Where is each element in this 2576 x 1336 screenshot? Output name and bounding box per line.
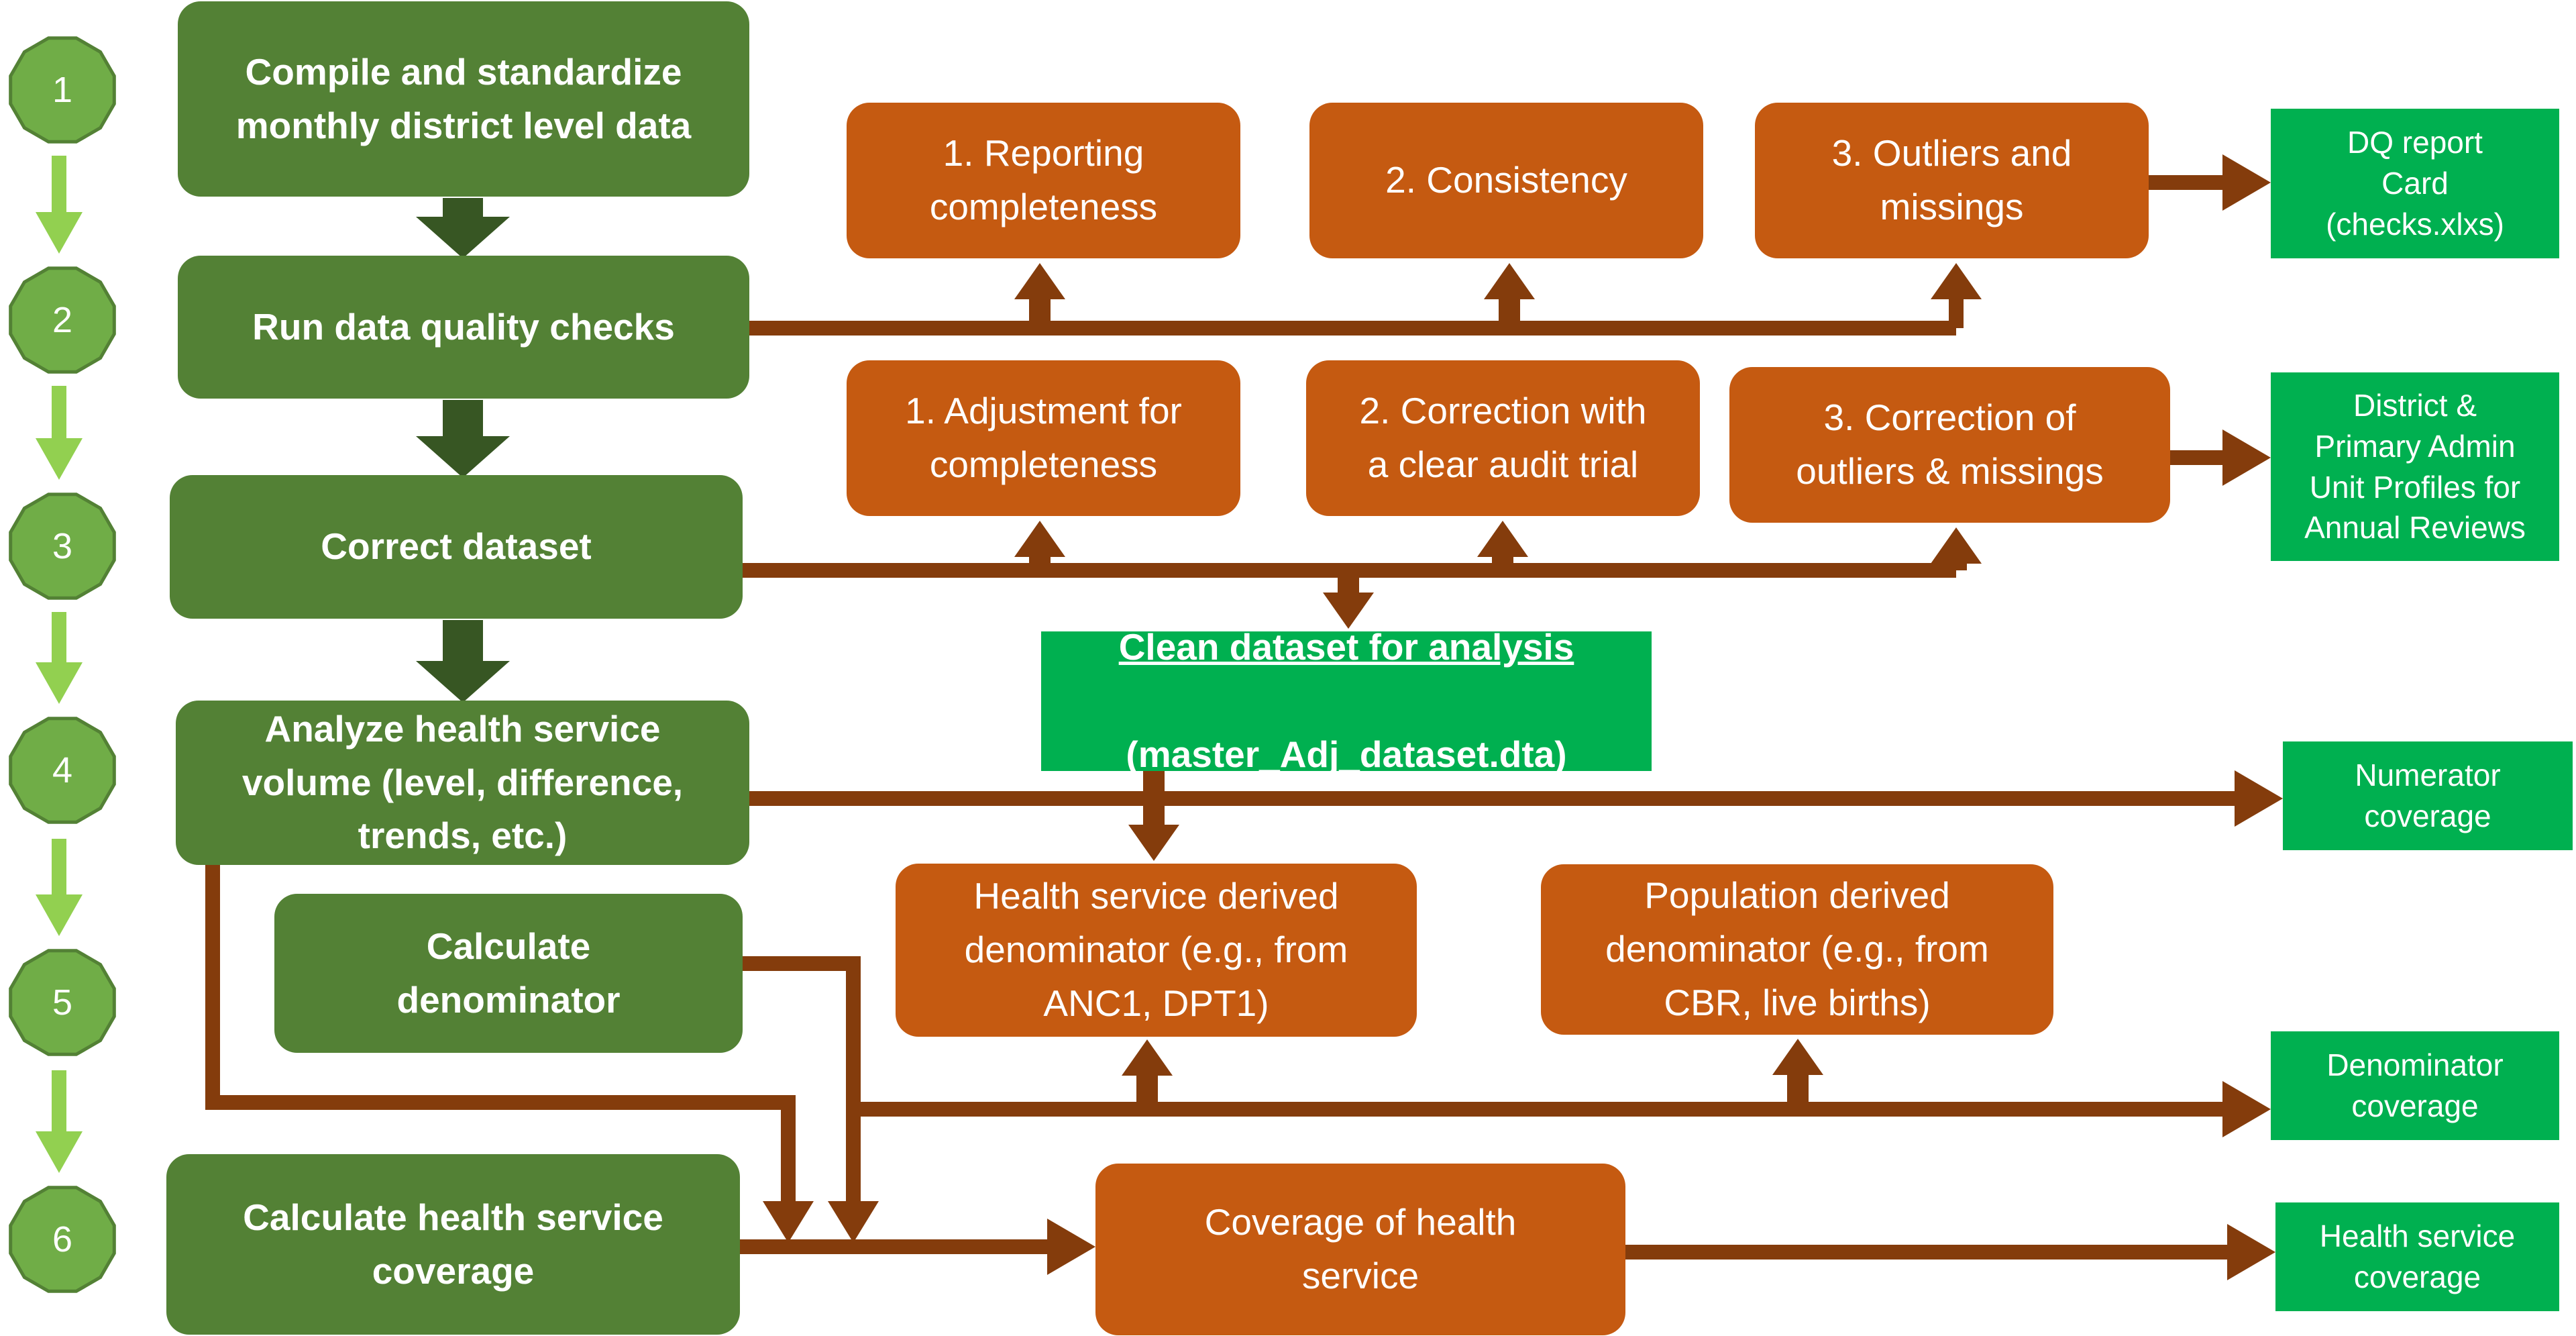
adjustment-completeness-correction: 1. Adjustment for completeness [847, 360, 1240, 516]
bus-to-adjustment-arrow-shaft [1029, 557, 1051, 570]
health-service-coverage-output: Health service coverage [2275, 1202, 2559, 1311]
bus-to-audit-arrow-shaft [1492, 557, 1513, 570]
correct-dataset-step: Correct dataset [170, 475, 743, 619]
bus-to-hs-denominator-arrow-shaft [1136, 1076, 1158, 1109]
step-number-2: 2 [52, 300, 73, 340]
dodecagon-badge-icon [9, 717, 116, 824]
step-arrow-2-icon-shaft [52, 386, 66, 438]
clean-to-hs-denominator-arrow-head [1128, 825, 1179, 861]
clean-to-hs-denominator-arrow-shaft [1143, 771, 1165, 825]
outliers-missings-check: 3. Outliers and missings [1755, 103, 2149, 258]
bus-to-completeness-arrow-shaft [1029, 299, 1051, 328]
bus-to-outliers-arrow-head [1931, 263, 1982, 299]
denominator-to-coverage-head [828, 1201, 879, 1243]
population-denominator: Population derived denominator (e.g., fr… [1541, 864, 2053, 1035]
step-badge-2: 2 [5, 263, 119, 377]
correction-to-profiles-head [2222, 429, 2271, 486]
checks-to-correct-arrow-shaft [443, 400, 483, 436]
dodecagon-badge-icon [9, 266, 116, 374]
checks-to-correct-arrow-head [416, 436, 510, 478]
bus-to-completeness-arrow-head [1014, 263, 1065, 299]
dodecagon-badge-icon [9, 1186, 116, 1293]
reporting-completeness-check: 1. Reporting completeness [847, 103, 1240, 258]
compile-data-step: Compile and standardize monthly district… [178, 1, 749, 197]
coverage-to-output-head [2227, 1224, 2275, 1280]
step-badge-6: 6 [5, 1182, 119, 1296]
bus-to-correction-arrow-head [1931, 527, 1982, 564]
step-arrow-2-icon-head [36, 438, 83, 480]
consistency-check: 2. Consistency [1309, 103, 1703, 258]
denominator-coverage-output: Denominator coverage [2271, 1031, 2559, 1140]
analyze-to-coverage-head [763, 1201, 814, 1243]
run-quality-checks-step: Run data quality checks [178, 256, 749, 399]
dodecagon-badge-icon [9, 949, 116, 1056]
step-arrow-1-icon-shaft [52, 156, 66, 212]
outliers-to-card-head [2222, 154, 2271, 211]
step-badge-5: 5 [5, 945, 119, 1060]
numerator-coverage-output: Numerator coverage [2283, 741, 2573, 850]
coverage-of-health-service: Coverage of health service [1095, 1164, 1625, 1335]
step-number-3: 3 [52, 526, 73, 566]
denominator-to-coverage-line [743, 956, 861, 1201]
bus-to-audit-arrow-head [1477, 521, 1528, 557]
analyze-to-coverage-line [205, 865, 796, 1201]
analyze-volume-step: Analyze health service volume (level, di… [176, 701, 749, 865]
bus-to-consistency-arrow-head [1484, 263, 1535, 299]
step-number-1: 1 [52, 70, 73, 110]
health-service-denominator: Health service derived denominator (e.g.… [896, 864, 1417, 1037]
step-arrow-3-icon-head [36, 662, 83, 704]
bus-to-pop-denominator-arrow-shaft [1787, 1075, 1809, 1109]
step-number-4: 4 [52, 750, 73, 790]
bus-to-consistency-arrow-shaft [1499, 299, 1520, 328]
denominator-bus-head [2222, 1081, 2271, 1137]
bus-to-clean-arrow-shaft [1338, 570, 1359, 593]
step-badge-4: 4 [5, 713, 119, 827]
outliers-missings-correction: 3. Correction of outliers & missings [1729, 367, 2170, 523]
clean-dataset-box: Clean dataset for analysis (master_Adj_d… [1041, 626, 1652, 775]
step-number-6: 6 [52, 1219, 73, 1260]
step-badge-1: 1 [5, 33, 119, 147]
dodecagon-badge-icon [9, 493, 116, 600]
audit-trial-correction: 2. Correction with a clear audit trial [1306, 360, 1700, 516]
bus-to-hs-denominator-arrow-head [1122, 1039, 1173, 1076]
correct-to-analyze-arrow-head [416, 661, 510, 703]
step-arrow-5-icon-shaft [52, 1070, 66, 1131]
step-arrow-4-icon-shaft [52, 839, 66, 894]
step-arrow-3-icon-shaft [52, 612, 66, 662]
bus-to-clean-arrow-head [1323, 593, 1374, 629]
step-badge-3: 3 [5, 489, 119, 603]
clean-dataset-title: Clean dataset for analysis [1118, 626, 1574, 668]
calculate-coverage-step: Calculate health service coverage [166, 1154, 740, 1335]
coverage-step-to-box-head [1047, 1219, 1095, 1275]
district-profiles-output: District & Primary Admin Unit Profiles f… [2271, 372, 2559, 561]
dq-report-card-output: DQ report Card (checks.xlxs) [2271, 109, 2559, 258]
compile-to-checks-arrow-shaft [443, 198, 483, 217]
analyze-to-numerator-head [2235, 770, 2283, 827]
step-arrow-4-icon-head [36, 894, 83, 936]
calculate-denominator-step: Calculate denominator [274, 894, 743, 1053]
clean-dataset-file: (master_Adj_dataset.dta) [1126, 733, 1567, 775]
correct-to-analyze-arrow-shaft [443, 620, 483, 661]
bus-to-adjustment-arrow-head [1014, 521, 1065, 557]
bus-to-correction-arrow-shaft [1945, 564, 1967, 570]
step-number-5: 5 [52, 982, 73, 1023]
bus-to-pop-denominator-arrow-head [1772, 1039, 1823, 1075]
compile-to-checks-arrow-head [416, 217, 510, 258]
step-arrow-1-icon-head [36, 212, 83, 254]
dodecagon-badge-icon [9, 36, 116, 144]
step-arrow-5-icon-head [36, 1131, 83, 1173]
